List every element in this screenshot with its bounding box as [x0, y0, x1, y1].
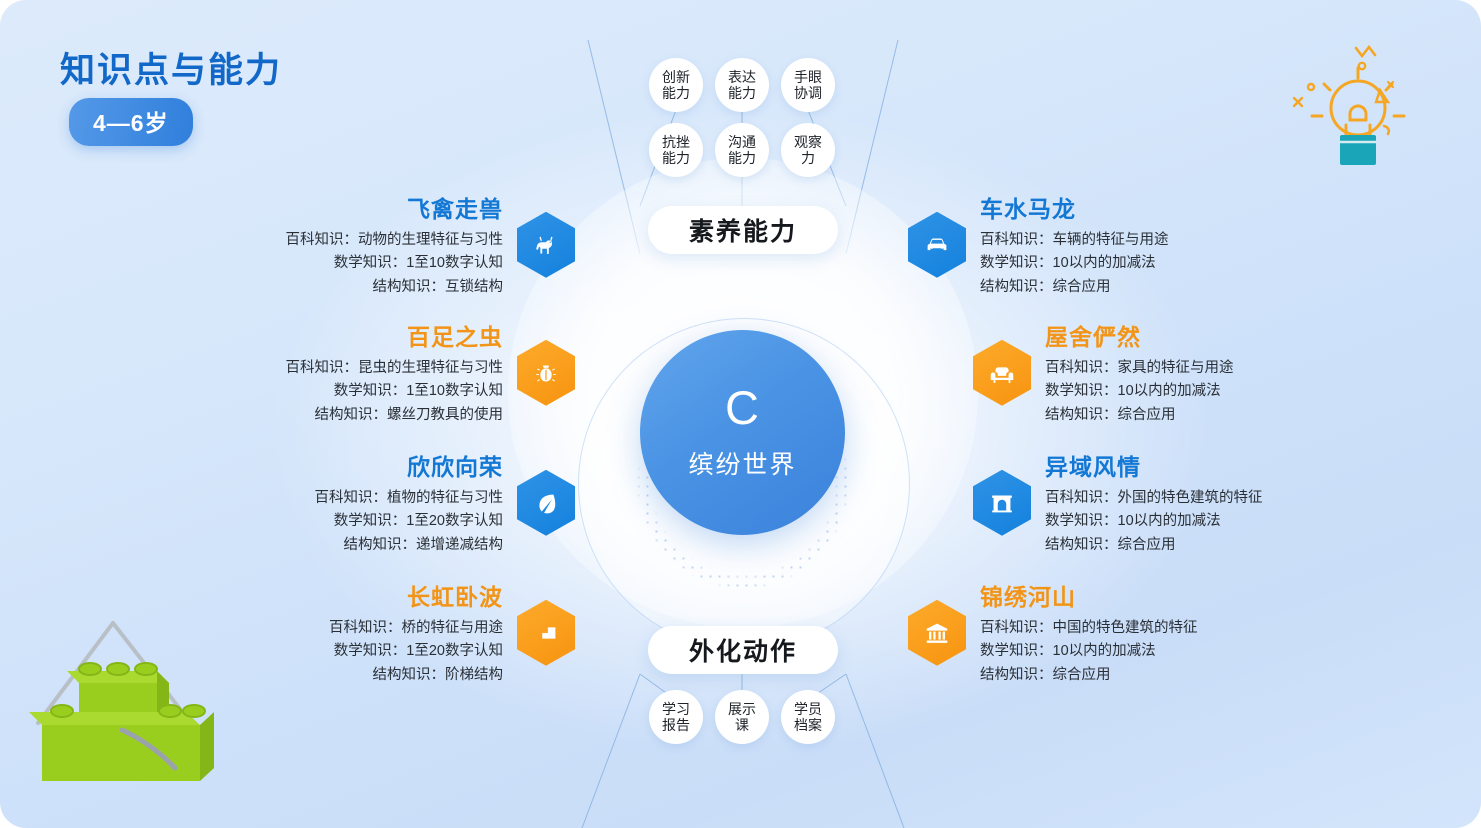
core-letter: C: [725, 381, 760, 434]
topic-texts: 长虹卧波 百科知识：桥的特征与用途 数学知识：1至20数字认知 结构知识：阶梯结…: [329, 578, 503, 687]
pill-externalized-action[interactable]: 外化动作: [648, 626, 838, 674]
bubble-innovation[interactable]: 创新 能力: [649, 58, 703, 112]
lightbulb-icon: [1292, 44, 1406, 165]
center-core: C 缤纷世界: [640, 330, 845, 535]
bubble-line-2: 力: [801, 150, 815, 166]
pill-competency[interactable]: 素养能力: [648, 206, 838, 254]
stairs-icon: [517, 599, 575, 666]
topic-line: 结构知识：综合应用: [1045, 406, 1176, 423]
topic-name: 飞禽走兽: [407, 196, 503, 222]
topic-line: 结构知识：互锁结构: [372, 278, 504, 295]
topic-line: 结构知识：综合应用: [1045, 536, 1176, 553]
topic-line: 结构知识：螺丝刀教具的使用: [314, 406, 504, 423]
bubble-line-2: 档案: [794, 717, 822, 733]
topic-texts: 百足之虫 百科知识：昆虫的生理特征与习性 数学知识：1至10数字认知 结构知识：…: [286, 318, 504, 427]
topic-line: 百科知识：中国的特色建筑的特征: [980, 620, 1198, 636]
topic-line: 数学知识：1至10数字认知: [333, 255, 503, 272]
topic-line: 百科知识：外国的特色建筑的特征: [1045, 490, 1263, 506]
lego-bricks-icon: [29, 621, 214, 781]
bubble-line-1: 观察: [794, 133, 822, 150]
topic-line: 结构知识：综合应用: [980, 278, 1111, 295]
bubble-line-1: 学习: [662, 700, 690, 717]
topic-line: 数学知识：10以内的加减法: [1045, 513, 1221, 530]
arch-icon: [973, 469, 1031, 536]
topic-line: 结构知识：综合应用: [980, 666, 1111, 683]
bubble-demo-class[interactable]: 展示 课: [715, 690, 769, 744]
topic-line: 百科知识：桥的特征与用途: [329, 620, 503, 636]
topic-name: 屋舍俨然: [1045, 324, 1141, 350]
core-title: 缤纷世界: [688, 451, 797, 479]
topic-item-vehicles[interactable]: 车水马龙 百科知识：车辆的特征与用途 数学知识：10以内的加减法 结构知识：综合…: [908, 190, 1169, 299]
bubble-observation[interactable]: 观察 力: [781, 123, 835, 177]
topic-line: 数学知识：10以内的加减法: [980, 643, 1156, 660]
bubble-line-1: 沟通: [728, 133, 756, 150]
topic-name: 长虹卧波: [407, 584, 503, 610]
topic-item-furniture[interactable]: 屋舍俨然 百科知识：家具的特征与用途 数学知识：10以内的加减法 结构知识：综合…: [973, 318, 1234, 427]
age-badge: 4—6岁: [69, 98, 193, 146]
topic-line: 数学知识：1至10数字认知: [333, 383, 503, 400]
bubble-resilience[interactable]: 抗挫 能力: [649, 123, 703, 177]
topic-item-foreign-architecture[interactable]: 异域风情 百科知识：外国的特色建筑的特征 数学知识：10以内的加减法 结构知识：…: [973, 448, 1263, 557]
sofa-icon: [973, 339, 1031, 406]
bubble-line-2: 课: [735, 717, 749, 733]
car-icon: [908, 211, 966, 278]
topic-texts: 车水马龙 百科知识：车辆的特征与用途 数学知识：10以内的加减法 结构知识：综合…: [980, 190, 1169, 299]
topic-name: 车水马龙: [980, 196, 1076, 222]
deer-icon: [517, 211, 575, 278]
topic-line: 百科知识：植物的特征与习性: [314, 490, 504, 506]
topic-texts: 异域风情 百科知识：外国的特色建筑的特征 数学知识：10以内的加减法 结构知识：…: [1045, 448, 1263, 557]
topic-line: 数学知识：1至20数字认知: [333, 513, 503, 530]
bubble-line-2: 能力: [662, 85, 690, 101]
topic-item-plants[interactable]: 欣欣向荣 百科知识：植物的特征与习性 数学知识：1至20数字认知 结构知识：递增…: [150, 448, 575, 557]
page-title: 知识点与能力: [60, 51, 283, 90]
temple-icon: [908, 599, 966, 666]
topic-line: 百科知识：动物的生理特征与习性: [285, 232, 504, 248]
bubble-line-2: 能力: [662, 150, 690, 166]
topic-name: 异域风情: [1045, 454, 1141, 480]
topic-name: 百足之虫: [407, 324, 503, 350]
topic-line: 数学知识：10以内的加减法: [980, 255, 1156, 272]
bubble-line-2: 协调: [794, 85, 822, 101]
bubble-line-2: 能力: [728, 150, 756, 166]
topic-line: 数学知识：10以内的加减法: [1045, 383, 1221, 400]
bubble-study-report[interactable]: 学习 报告: [649, 690, 703, 744]
topic-line: 数学知识：1至20数字认知: [333, 643, 503, 660]
bubble-line-1: 学员: [794, 700, 822, 717]
topic-name: 欣欣向荣: [407, 454, 503, 480]
bubble-line-1: 抗挫: [662, 133, 690, 150]
topic-line: 结构知识：阶梯结构: [372, 666, 504, 683]
topic-item-chinese-architecture[interactable]: 锦绣河山 百科知识：中国的特色建筑的特征 数学知识：10以内的加减法 结构知识：…: [908, 578, 1198, 687]
bubble-line-2: 报告: [662, 717, 690, 733]
bubble-hand-eye[interactable]: 手眼 协调: [781, 58, 835, 112]
topic-line: 百科知识：昆虫的生理特征与习性: [285, 360, 504, 376]
bubble-student-file[interactable]: 学员 档案: [781, 690, 835, 744]
leaf-icon: [517, 469, 575, 536]
topic-item-animals[interactable]: 飞禽走兽 百科知识：动物的生理特征与习性 数学知识：1至10数字认知 结构知识：…: [150, 190, 575, 299]
topic-item-bridge[interactable]: 长虹卧波 百科知识：桥的特征与用途 数学知识：1至20数字认知 结构知识：阶梯结…: [150, 578, 575, 687]
topic-texts: 屋舍俨然 百科知识：家具的特征与用途 数学知识：10以内的加减法 结构知识：综合…: [1045, 318, 1234, 427]
topic-line: 百科知识：家具的特征与用途: [1045, 360, 1234, 376]
topic-line: 结构知识：递增递减结构: [343, 536, 504, 553]
bug-icon: [517, 339, 575, 406]
bubble-line-1: 展示: [728, 700, 756, 717]
bubble-line-1: 手眼: [794, 68, 822, 85]
topic-line: 百科知识：车辆的特征与用途: [980, 232, 1169, 248]
topic-item-insects[interactable]: 百足之虫 百科知识：昆虫的生理特征与习性 数学知识：1至10数字认知 结构知识：…: [150, 318, 575, 427]
topic-texts: 欣欣向荣 百科知识：植物的特征与习性 数学知识：1至20数字认知 结构知识：递增…: [315, 448, 504, 557]
bubble-expression[interactable]: 表达 能力: [715, 58, 769, 112]
bubble-line-1: 创新: [662, 68, 690, 85]
topic-name: 锦绣河山: [980, 584, 1076, 610]
bubble-communication[interactable]: 沟通 能力: [715, 123, 769, 177]
topic-texts: 飞禽走兽 百科知识：动物的生理特征与习性 数学知识：1至10数字认知 结构知识：…: [286, 190, 504, 299]
bubble-line-1: 表达: [728, 68, 756, 85]
topic-texts: 锦绣河山 百科知识：中国的特色建筑的特征 数学知识：10以内的加减法 结构知识：…: [980, 578, 1198, 687]
bubble-line-2: 能力: [728, 85, 756, 101]
